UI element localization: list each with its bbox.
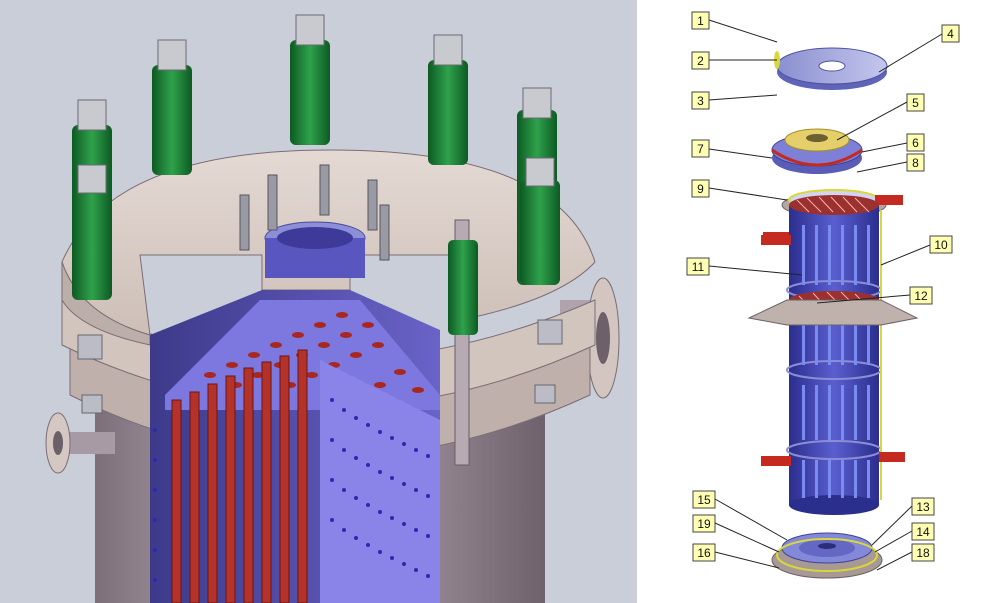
- callout-10-label: 10: [934, 238, 948, 252]
- callout-9: 9: [691, 179, 710, 198]
- spring-assembly: [428, 34, 468, 165]
- callout-leaders: [708, 19, 943, 571]
- callout-8-label: 8: [912, 156, 919, 170]
- callout-11-label: 11: [692, 260, 705, 274]
- callout-14: 14: [911, 522, 935, 541]
- left-nozzle: [45, 412, 115, 474]
- callout-11: 11: [686, 257, 710, 276]
- exploded-heat-exchanger-diagram: 1 2 3 4 5 6 7 8: [686, 11, 960, 579]
- cutaway-view-panel: [0, 0, 637, 603]
- spring-assembly: [152, 39, 192, 175]
- spring-assembly: [72, 164, 112, 295]
- spring-bolt-assemblies: [72, 14, 560, 335]
- shell-nozzles: [761, 235, 905, 466]
- callout-18-label: 18: [916, 546, 930, 560]
- central-pipe: [264, 221, 366, 278]
- callout-9-label: 9: [697, 182, 704, 196]
- callout-5: 5: [906, 93, 925, 112]
- callout-1: 1: [691, 11, 710, 30]
- top-cover-plate-part: [774, 47, 888, 90]
- callout-6: 6: [906, 133, 925, 152]
- callout-4: 4: [941, 24, 960, 43]
- tube-sheet-holes: [204, 312, 424, 393]
- callout-10: 10: [929, 235, 953, 254]
- callout-16-label: 16: [697, 546, 711, 560]
- cutaway-heat-exchanger-illustration: [45, 14, 620, 603]
- tube-bundle-part: [786, 195, 882, 515]
- callout-3-label: 3: [697, 94, 704, 108]
- distributor-plug-part: [771, 128, 863, 174]
- callout-4-label: 4: [947, 27, 954, 41]
- callout-18: 18: [911, 543, 935, 562]
- support-lug: [747, 299, 919, 326]
- callout-2-label: 2: [697, 54, 704, 68]
- callout-12: 12: [909, 286, 933, 305]
- spring-assembly: [520, 157, 560, 285]
- heat-tubes: [171, 349, 308, 603]
- spring-assembly: [448, 240, 478, 335]
- callout-1-label: 1: [697, 14, 704, 28]
- callout-14-label: 14: [916, 525, 930, 539]
- exploded-view-panel: 1 2 3 4 5 6 7 8: [637, 0, 1000, 603]
- callout-7-label: 7: [697, 142, 704, 156]
- callout-8: 8: [906, 153, 925, 172]
- spring-assembly: [290, 14, 330, 145]
- perforated-inner-shell: [320, 360, 440, 603]
- callout-15-label: 15: [697, 493, 711, 507]
- callout-7: 7: [691, 139, 710, 158]
- callout-15: 15: [692, 490, 716, 509]
- callout-16: 16: [692, 543, 716, 562]
- callout-12-label: 12: [914, 289, 928, 303]
- lower-nuts: [77, 319, 563, 414]
- lower-head-part: [771, 532, 883, 579]
- callout-19-label: 19: [697, 517, 711, 531]
- callout-5-label: 5: [912, 96, 919, 110]
- callout-19: 19: [692, 514, 716, 533]
- callout-13: 13: [911, 497, 935, 516]
- callout-3: 3: [691, 91, 710, 110]
- studs: [239, 164, 390, 261]
- callout-13-label: 13: [916, 500, 930, 514]
- callout-2: 2: [691, 51, 710, 70]
- perforations: [153, 398, 430, 582]
- callout-6-label: 6: [912, 136, 919, 150]
